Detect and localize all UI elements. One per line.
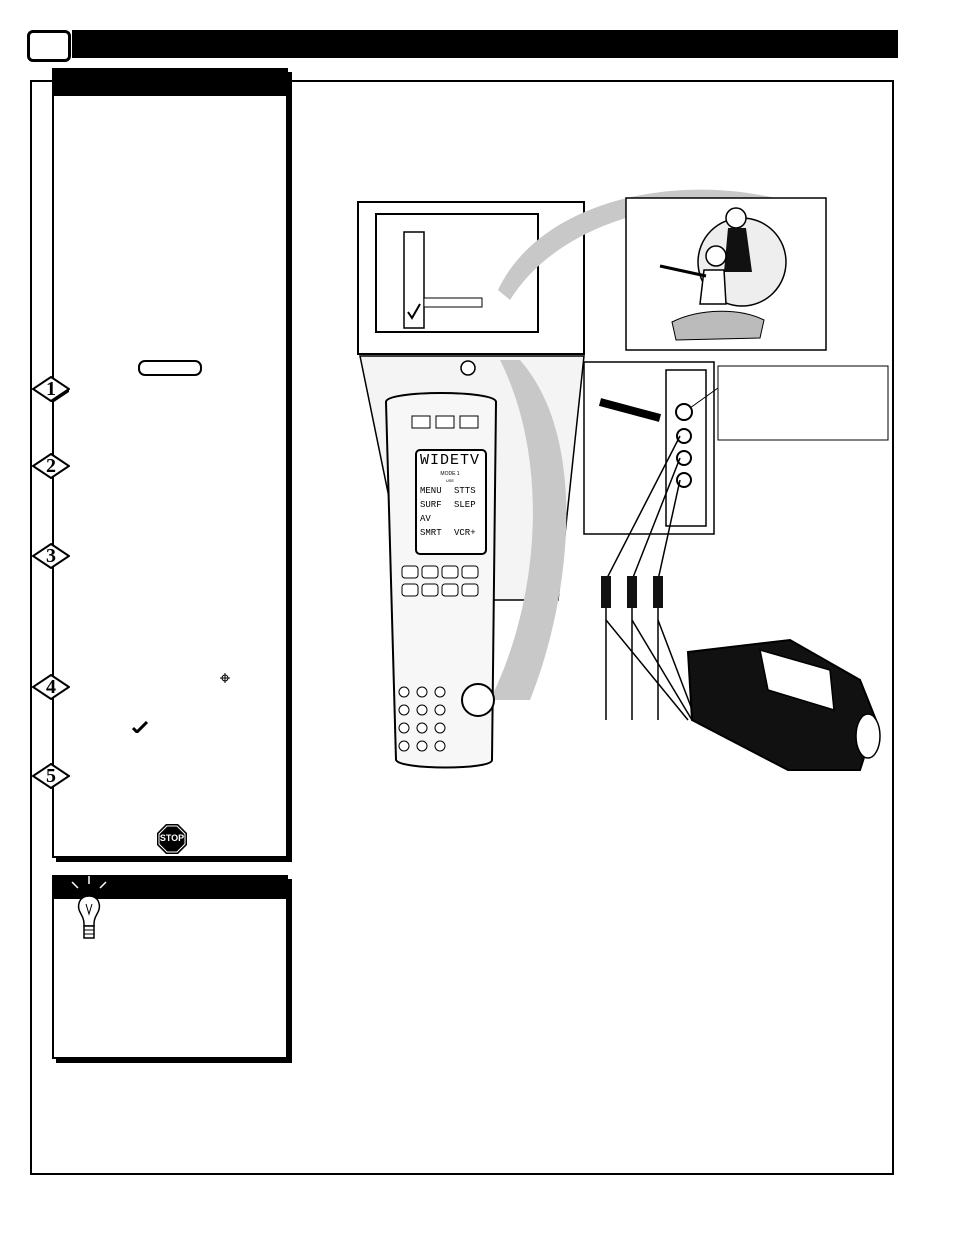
steps-panel xyxy=(52,68,288,858)
stop-sign-icon xyxy=(157,824,187,854)
stop-sign: STOP xyxy=(156,823,188,855)
diamond-step-icon xyxy=(32,763,70,789)
diamond-step-icon xyxy=(32,376,70,402)
checkmark-icon xyxy=(132,721,148,733)
step-number: 3 xyxy=(46,545,56,567)
step-number: 2 xyxy=(46,455,56,477)
tip-panel-header xyxy=(52,875,288,899)
remote-menu-item: VCR+ xyxy=(454,528,476,538)
remote-mode-sub: USE xyxy=(445,478,455,483)
remote-display-title: WIDETV xyxy=(420,452,481,469)
diamond-step-icon xyxy=(32,543,70,569)
step-badge-2: 2 xyxy=(32,453,70,479)
step-number: 1 xyxy=(46,378,56,400)
stop-sign-label: STOP xyxy=(159,833,185,843)
step-badge-3: 3 xyxy=(32,543,70,569)
remote-menu-item: MENU xyxy=(420,486,442,496)
lightbulb-icon xyxy=(71,876,107,939)
connection-illustration xyxy=(357,189,889,771)
diamond-step-icon xyxy=(32,453,70,479)
step-badge-1: 1 xyxy=(32,376,70,402)
diamond-step-icon xyxy=(32,674,70,700)
menu-button-graphic xyxy=(138,360,202,376)
cursor-cross-icon xyxy=(220,673,230,683)
rca-plugs xyxy=(601,576,663,608)
content-frame xyxy=(30,80,894,1175)
remote-menu-item: SURF xyxy=(420,500,442,510)
remote-illustration xyxy=(384,392,498,769)
step-number: 5 xyxy=(46,765,56,787)
remote-mode-label: MODE 1 xyxy=(440,471,460,477)
remote-menu-item: AV xyxy=(420,514,431,524)
remote-menu-item: SLEP xyxy=(454,500,476,510)
remote-menu-item: SMRT xyxy=(420,528,442,538)
camcorder-illustration xyxy=(686,638,881,771)
step-number: 4 xyxy=(46,676,56,698)
jack-panel xyxy=(583,361,889,535)
header-bar xyxy=(72,30,898,58)
step-badge-5: 5 xyxy=(32,763,70,789)
remote-menu-item: STTS xyxy=(454,486,476,496)
steps-panel-header xyxy=(52,68,288,96)
picture-inset xyxy=(625,197,827,351)
page-number-box xyxy=(27,30,71,62)
step-badge-4: 4 xyxy=(32,674,70,700)
